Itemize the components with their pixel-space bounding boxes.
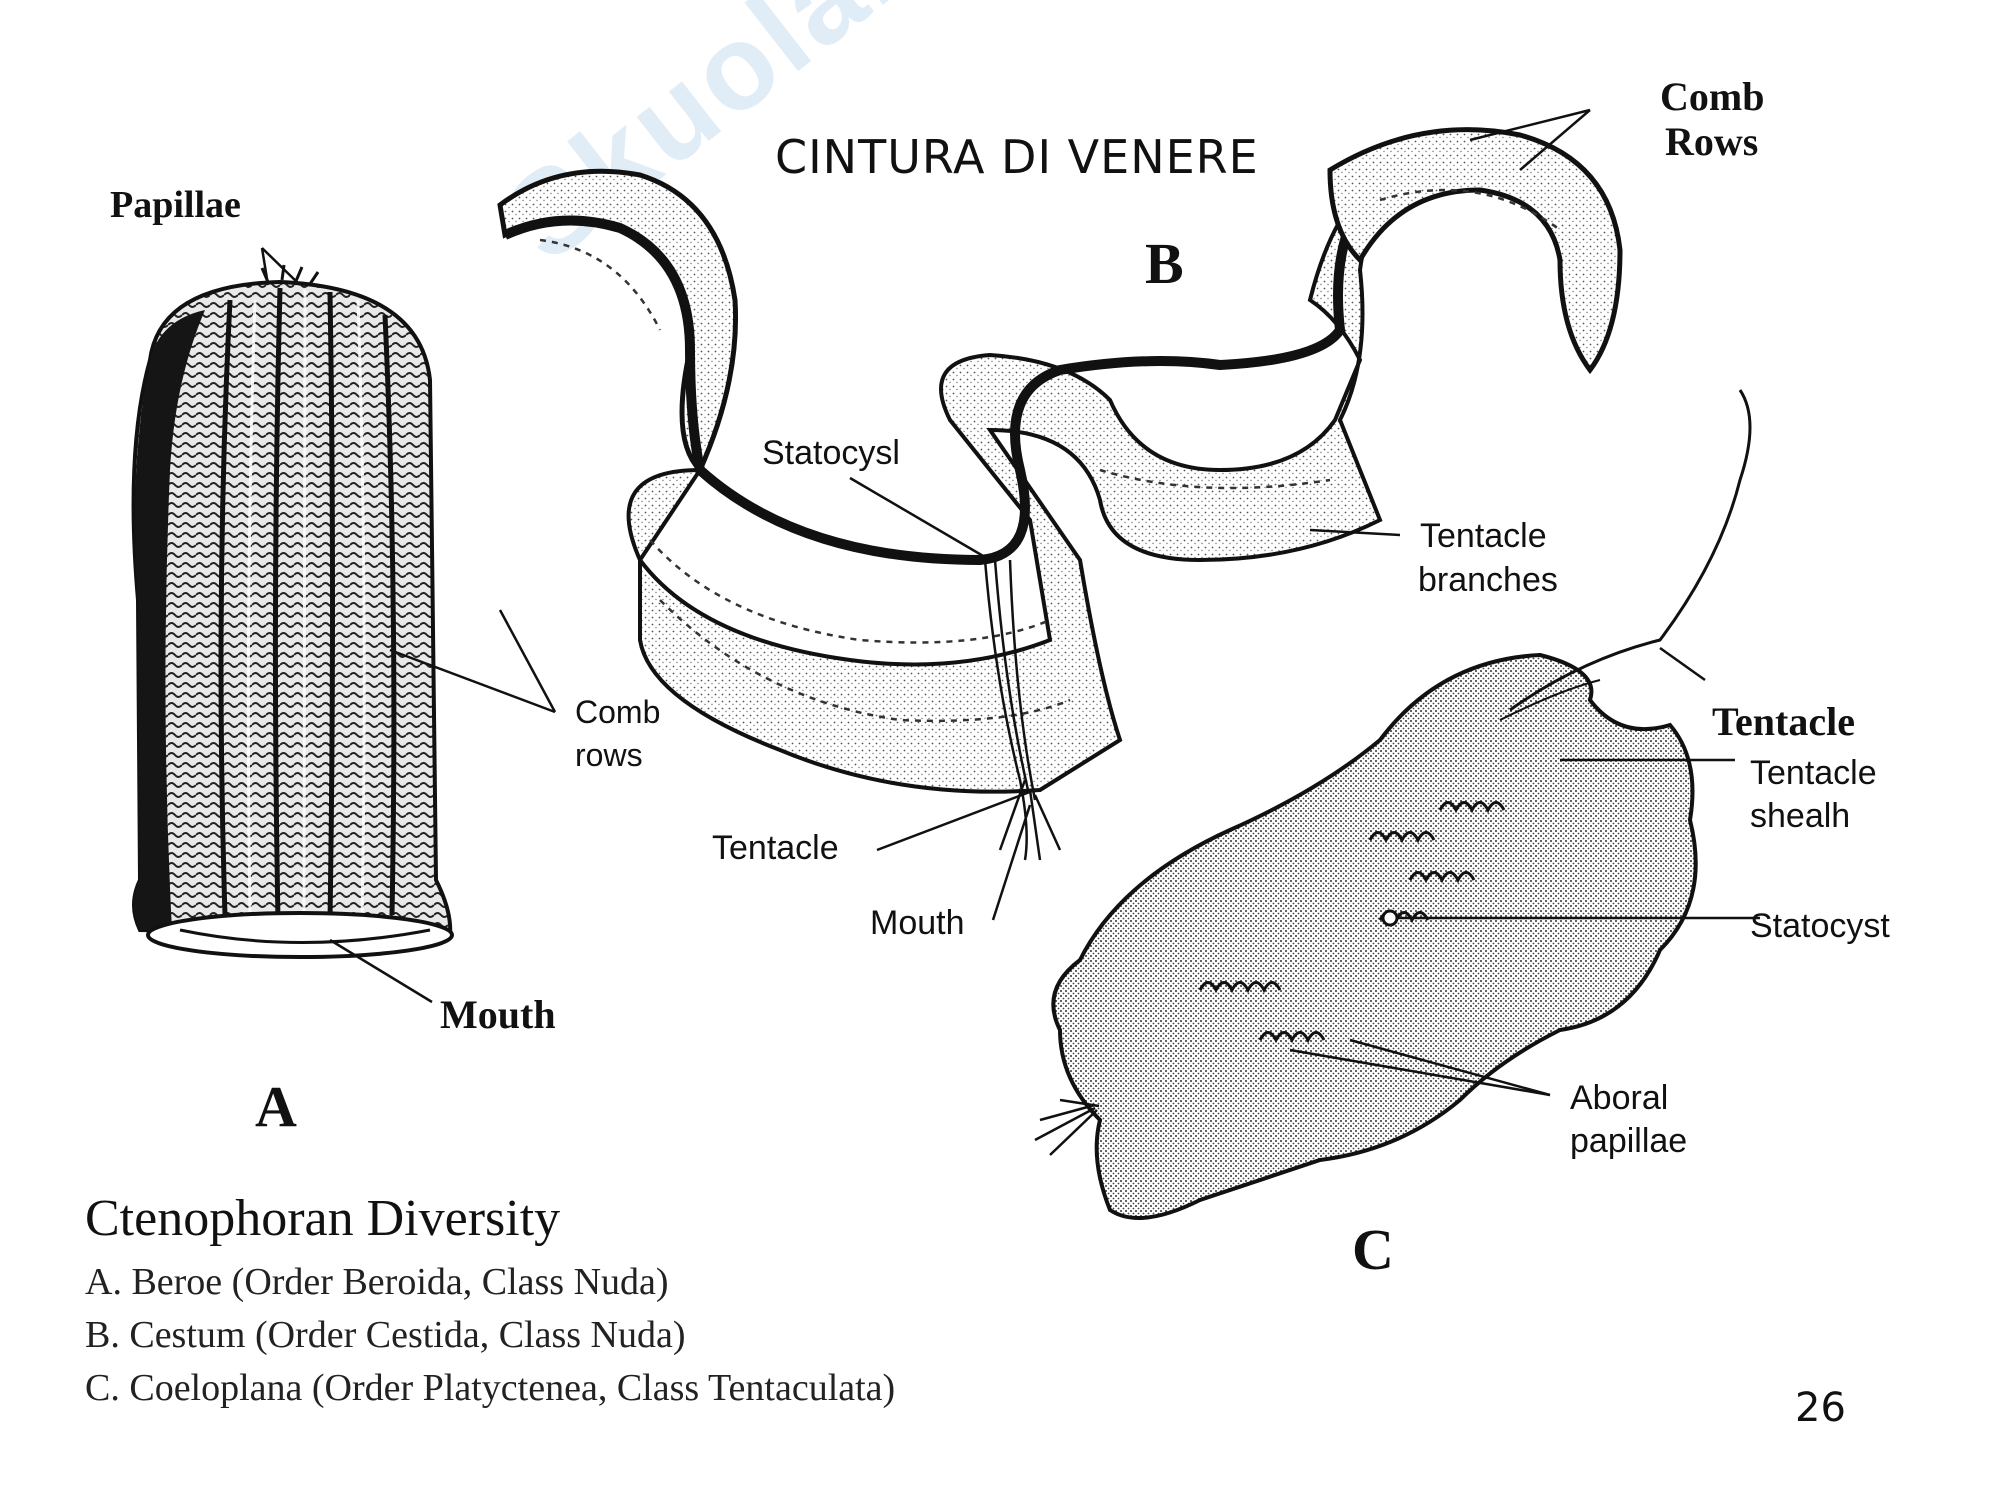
aboral-papillae-rows xyxy=(1198,801,1506,1044)
label-aboral-papillae-line2: papillae xyxy=(1570,1122,1688,1160)
label-comb-rows-a-line2: rows xyxy=(575,737,643,773)
statocyst-dot xyxy=(1381,909,1399,927)
figure-letter-b: B xyxy=(1145,231,1184,296)
label-tentacle-sheath-line1: Tentacle xyxy=(1750,754,1877,792)
caption-line-b: B. Cestum (Order Cestida, Class Nuda) xyxy=(85,1314,686,1356)
coeloplana-figure xyxy=(1034,389,1760,1220)
caption-line-c: C. Coeloplana (Order Platyctenea, Class … xyxy=(85,1367,896,1409)
label-comb-rows-a-line1: Comb xyxy=(575,694,661,730)
label-statocyst-b: Statocysl xyxy=(762,434,900,472)
label-mouth-b: Mouth xyxy=(870,904,965,942)
label-statocyst-c: Statocyst xyxy=(1750,907,1890,945)
caption-title: Ctenophoran Diversity xyxy=(85,1190,561,1247)
cestum-figure xyxy=(497,108,1623,921)
beroe-figure xyxy=(131,247,557,1004)
label-tentacle-c: Tentacle xyxy=(1712,699,1855,744)
slide-title: CINTURA DI VENERE xyxy=(775,130,1259,184)
label-tentacle-b: Tentacle xyxy=(712,829,839,867)
label-papillae: Papillae xyxy=(110,184,241,226)
label-tentacle-branches-line1: Tentacle xyxy=(1420,517,1547,555)
page-number: 26 xyxy=(1795,1385,1846,1431)
label-comb-rows-b-line1: Comb xyxy=(1660,74,1765,119)
label-mouth-a: Mouth xyxy=(440,992,556,1037)
figure-letter-a: A xyxy=(255,1074,297,1139)
label-comb-rows-b-line2: Rows xyxy=(1665,119,1759,164)
label-aboral-papillae-line1: Aboral xyxy=(1570,1079,1669,1117)
caption-line-a: A. Beroe (Order Beroida, Class Nuda) xyxy=(85,1261,669,1303)
figure-letter-c: C xyxy=(1352,1217,1394,1282)
label-tentacle-branches-line2: branches xyxy=(1418,561,1558,599)
label-tentacle-sheath-line2: shealh xyxy=(1750,797,1851,835)
